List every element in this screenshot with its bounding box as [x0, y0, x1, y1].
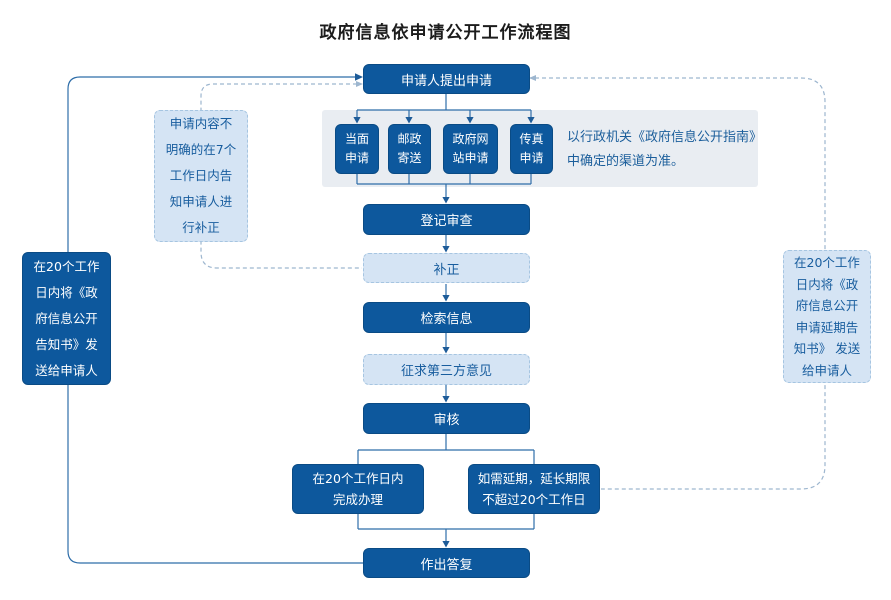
register-review-box: 登记审查	[363, 204, 530, 235]
channel-box-mail: 邮政 寄送	[388, 124, 431, 174]
start-box: 申请人提出申请	[363, 64, 530, 94]
channel-label: 政府网 站申请	[452, 132, 489, 165]
search-info-box: 检索信息	[363, 302, 530, 333]
correction-label: 补正	[433, 262, 460, 278]
reply-notice-text: 在20个工作 日内将《政 府信息公开 告知书》发 送给申请人	[33, 258, 100, 378]
channel-label: 传真 申请	[519, 132, 544, 165]
review-label: 审核	[433, 413, 460, 428]
reply-box: 作出答复	[363, 548, 530, 578]
channel-label: 邮政 寄送	[397, 132, 422, 165]
correction-notice-box: 申请内容不 明确的在7个 工作日内告 知申请人进 行补正	[154, 110, 248, 242]
extension-notice-text: 在20个工作 日内将《政 府信息公开 申请延期告 知书》 发送 给申请人	[793, 255, 861, 378]
extension-limit-box: 如需延期，延长期限 不超过20个工作日	[468, 464, 600, 514]
third-party-opinion-label: 征求第三方意见	[400, 364, 492, 379]
correction-box: 补正	[363, 253, 530, 283]
channel-box-website: 政府网 站申请	[443, 124, 498, 174]
channel-label: 当面 申请	[344, 132, 369, 165]
page-title: 政府信息依申请公开工作流程图	[319, 23, 572, 43]
complete-within-20-days-box: 在20个工作日内 完成办理	[292, 464, 424, 514]
complete-within-20-days-label: 在20个工作日内 完成办理	[312, 471, 404, 507]
third-party-opinion-box: 征求第三方意见	[363, 354, 530, 385]
dashed-arrowheads	[356, 75, 536, 87]
review-box: 审核	[363, 403, 530, 434]
channel-box-inperson: 当面 申请	[335, 124, 379, 174]
solid-arrowheads	[353, 73, 535, 548]
correction-notice-text: 申请内容不 明确的在7个 工作日内告 知申请人进 行补正	[165, 116, 237, 235]
reply-notice-box: 在20个工作 日内将《政 府信息公开 告知书》发 送给申请人	[22, 252, 111, 385]
register-review-label: 登记审查	[420, 214, 473, 229]
channel-box-fax: 传真 申请	[510, 124, 553, 174]
search-info-label: 检索信息	[420, 312, 473, 327]
channel-note-text: 以行政机关《政府信息公开指南》 中确定的渠道为准。	[567, 130, 763, 169]
reply-label: 作出答复	[420, 557, 473, 573]
extension-limit-label: 如需延期，延长期限 不超过20个工作日	[477, 471, 591, 507]
start-box-label: 申请人提出申请	[400, 73, 492, 89]
extension-notice-box: 在20个工作 日内将《政 府信息公开 申请延期告 知书》 发送 给申请人	[783, 250, 871, 383]
